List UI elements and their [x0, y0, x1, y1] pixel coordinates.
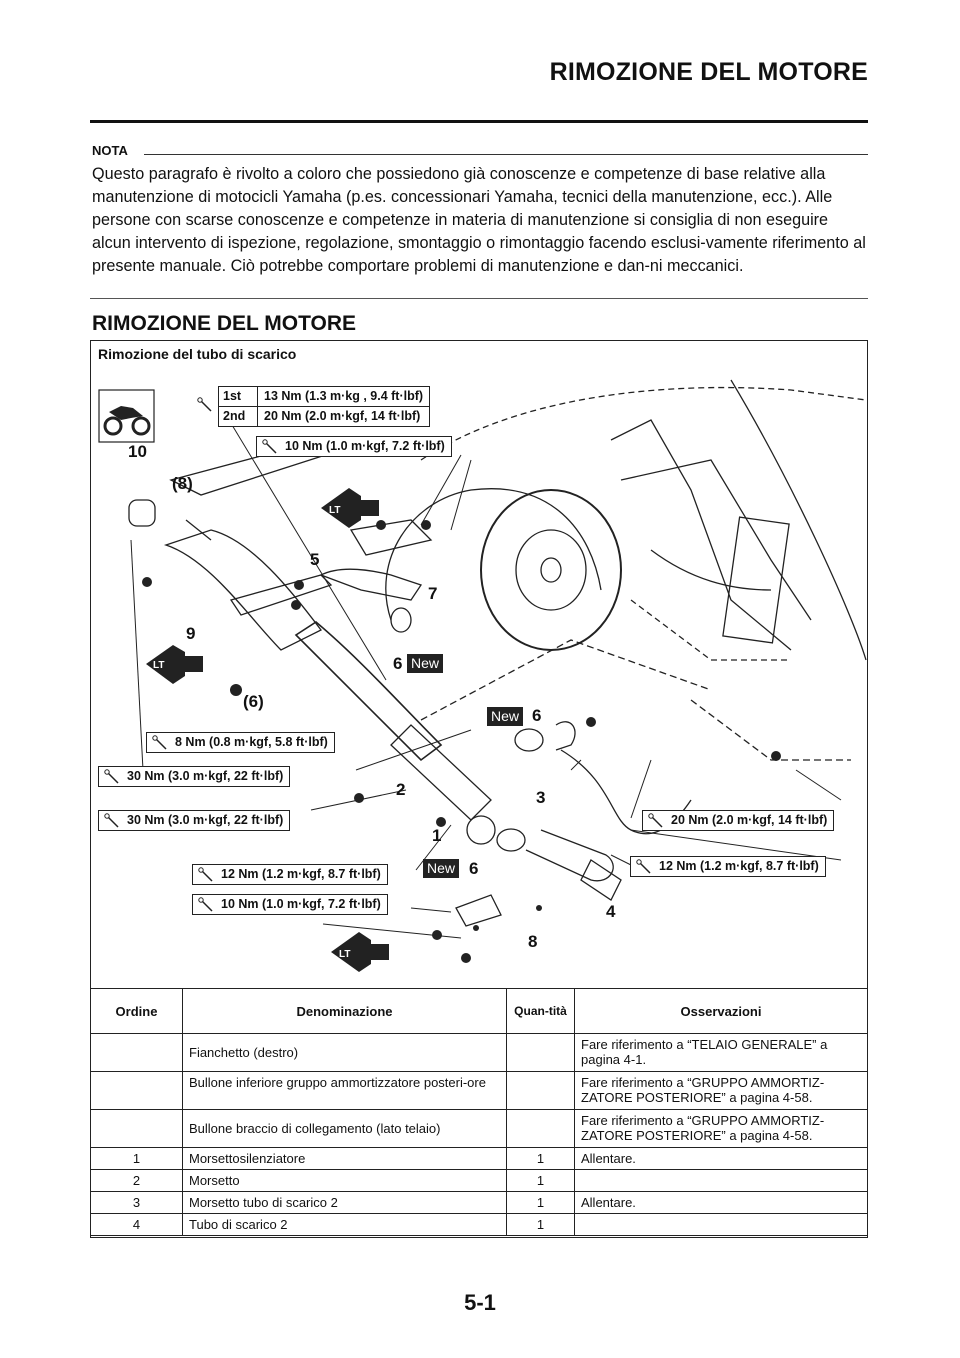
- lt-icon: [146, 488, 389, 972]
- header-rule: [90, 120, 868, 123]
- torque-wrench-icon: [104, 769, 119, 784]
- callout-6: 6: [393, 654, 403, 673]
- torque-spec: 30 Nm (3.0 m·kgf, 22 ft·lbf): [98, 810, 291, 831]
- table-row: 1 Morsettosilenziatore 1 Allentare.: [90, 1147, 868, 1170]
- note-end-rule: [90, 298, 868, 299]
- exhaust-diagram: LT LT LT: [98, 379, 867, 972]
- callout-6: 6: [532, 706, 542, 725]
- table-row: 3 Morsetto tubo di scarico 2 1 Allentare…: [90, 1191, 868, 1214]
- page-header-title: RIMOZIONE DEL MOTORE: [549, 58, 868, 86]
- callout-2: 2: [396, 780, 406, 799]
- torque-wrench-icon: [152, 735, 167, 750]
- torque-spec: 10 Nm (1.0 m·kgf, 7.2 ft·lbf): [256, 436, 452, 457]
- torque-wrench-icon: [104, 813, 119, 828]
- callout-8: 8: [528, 932, 538, 951]
- motorcycle-icon: [98, 389, 155, 443]
- diagram-frame: [90, 340, 868, 1238]
- col-header: Quan-tità: [506, 988, 575, 1034]
- table-row: 2 Morsetto 1: [90, 1169, 868, 1192]
- callout-5: 5: [310, 550, 320, 569]
- new-badge: New: [487, 707, 524, 726]
- torque-spec: 20 Nm (2.0 m·kgf, 14 ft·lbf): [642, 810, 835, 831]
- torque-wrench-icon: [262, 439, 277, 454]
- callout-7: 7: [428, 584, 438, 603]
- note-rule: [144, 154, 868, 155]
- svg-text:LT: LT: [153, 660, 164, 671]
- col-header: Ordine: [90, 988, 183, 1034]
- torque-wrench-icon: [198, 867, 213, 882]
- col-header: Osservazioni: [574, 988, 868, 1034]
- page-number: 5-1: [464, 1290, 496, 1315]
- callout-8-paren: (8): [172, 474, 193, 493]
- svg-text:LT: LT: [329, 505, 340, 516]
- torque-spec: 10 Nm (1.0 m·kgf, 7.2 ft·lbf): [192, 894, 388, 915]
- table-row: Bullone braccio di collegamento (lato te…: [90, 1109, 868, 1148]
- new-badge: New: [423, 859, 460, 878]
- diagram-title: Rimozione del tubo di scarico: [98, 346, 297, 362]
- table-header-row: Ordine Denominazione Quan-tità Osservazi…: [90, 988, 868, 1034]
- torque-spec: 12 Nm (1.2 m·kgf, 8.7 ft·lbf): [192, 864, 388, 885]
- torque-wrench-icon: [636, 859, 651, 874]
- callout-1: 1: [432, 826, 442, 845]
- table-row: Bullone inferiore gruppo ammortizzatore …: [90, 1071, 868, 1110]
- note-text: Questo paragrafo è rivolto a coloro che …: [92, 165, 866, 275]
- new-badge: New: [407, 654, 444, 673]
- callout-4: 4: [606, 902, 616, 921]
- torque-spec: 12 Nm (1.2 m·kgf, 8.7 ft·lbf): [630, 856, 826, 877]
- torque-spec: 8 Nm (0.8 m·kgf, 5.8 ft·lbf): [146, 732, 335, 753]
- table-row: Fianchetto (destro) Fare riferimento a “…: [90, 1033, 868, 1072]
- torque-spec: 30 Nm (3.0 m·kgf, 22 ft·lbf): [98, 766, 291, 787]
- torque-wrench-icon: [648, 813, 663, 828]
- section-title: RIMOZIONE DEL MOTORE: [92, 312, 357, 335]
- torque-wrench-icon: [198, 897, 213, 912]
- callout-6-paren: (6): [243, 692, 264, 711]
- callout-9: 9: [186, 624, 196, 643]
- parts-table: Ordine Denominazione Quan-tità Osservazi…: [90, 988, 868, 1236]
- torque-wrench-icon: [197, 397, 212, 412]
- callout-10: 10: [128, 442, 147, 461]
- table-row: 4 Tubo di scarico 2 1: [90, 1213, 868, 1236]
- svg-text:LT: LT: [339, 949, 350, 960]
- callout-3: 3: [536, 788, 546, 807]
- note-label: NOTA: [92, 143, 128, 158]
- callout-6: 6: [469, 859, 479, 878]
- col-header: Denominazione: [182, 988, 507, 1034]
